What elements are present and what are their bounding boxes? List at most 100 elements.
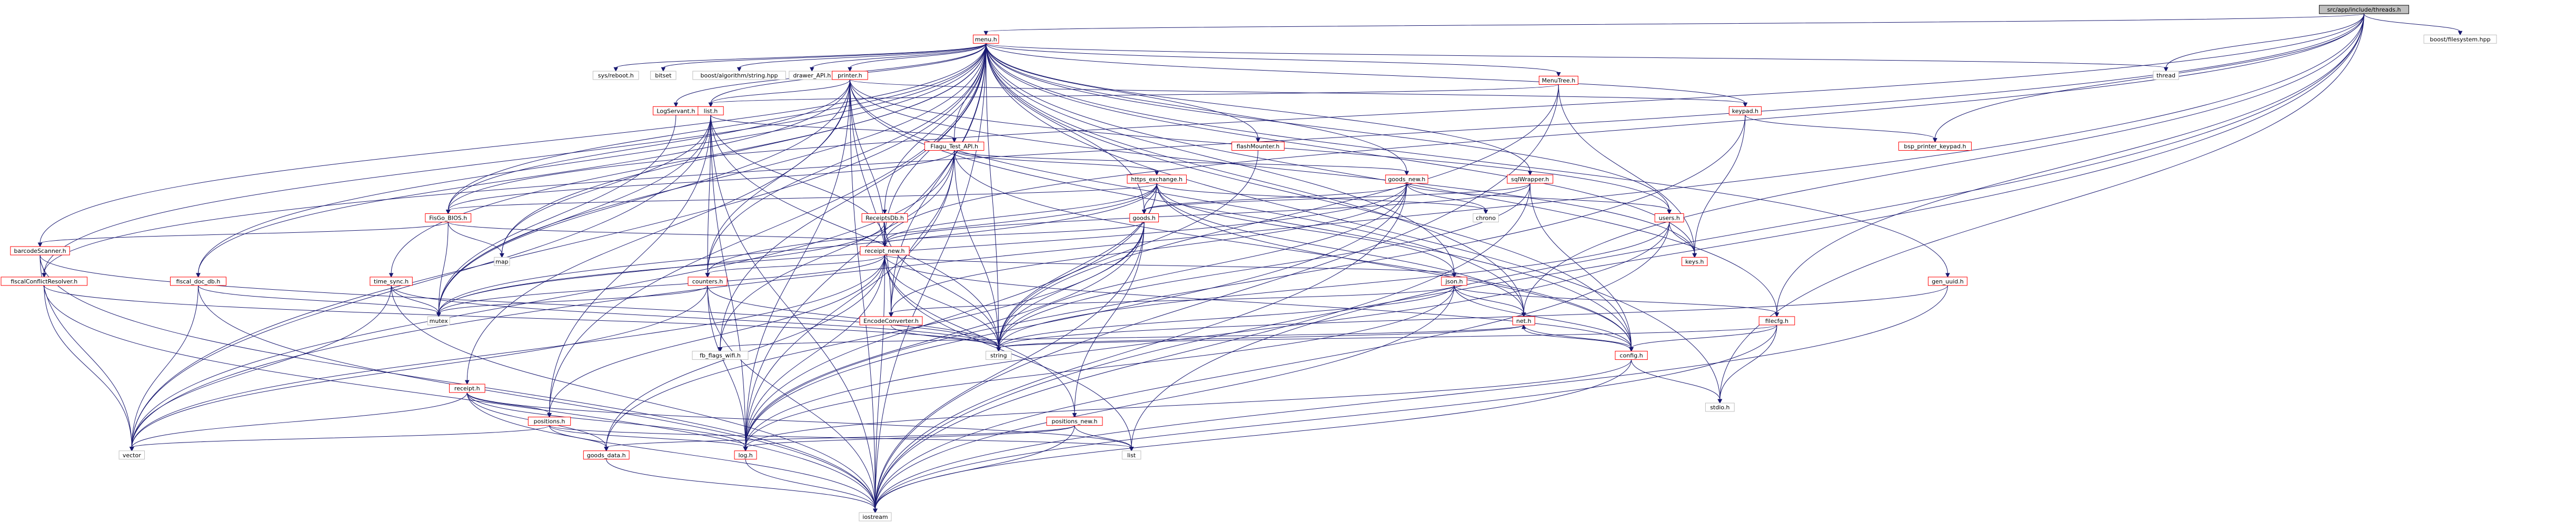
node-box <box>1898 142 1972 151</box>
edge-menu-to-thread <box>986 43 2169 72</box>
edge-list-to-mutex <box>436 115 711 318</box>
edge-net-to-config <box>1523 324 1634 352</box>
node-menu[interactable]: menu.h <box>973 34 999 44</box>
node-barcode[interactable]: barcodeScanner.h <box>10 246 70 255</box>
node-filecfg[interactable]: filecfg.h <box>1758 316 1795 326</box>
edge-menu-to-json <box>986 43 1457 278</box>
node-bsp[interactable]: bsp_printer_keypad.h <box>1898 142 1972 151</box>
node-keypad[interactable]: keypad.h <box>1728 106 1762 115</box>
node-net[interactable]: net.h <box>1512 316 1535 326</box>
edge-menu-to-drawer <box>809 43 987 72</box>
node-label: json.h <box>1445 278 1463 285</box>
edge-barcode-to-fiscalconflict <box>39 255 47 278</box>
node-fiscalconflict[interactable]: fiscalConflictResolver.h <box>1 277 88 286</box>
node-goods-data[interactable]: goods_data.h <box>583 450 630 460</box>
node-box <box>1615 351 1648 360</box>
edge-json-to-encode <box>889 285 1455 318</box>
node-label: Flagu_Test_API.h <box>930 143 978 150</box>
node-label: barcodeScanner.h <box>14 248 66 254</box>
node-box <box>1441 277 1467 286</box>
node-box <box>170 277 227 286</box>
edge-threads-to-stdio <box>1717 13 2364 404</box>
node-drawer: drawer_API.h <box>789 71 836 80</box>
edge-threads-to-receipt-new <box>882 13 2364 248</box>
node-box <box>692 71 786 80</box>
node-keys[interactable]: keys.h <box>1682 257 1708 266</box>
edge-printer-to-config <box>849 80 1634 352</box>
node-box <box>859 316 923 326</box>
node-label: list.h <box>704 107 718 114</box>
edge-receipt-new-to-positions-new <box>884 255 1077 418</box>
node-https[interactable]: https_exchange.h <box>1127 174 1187 184</box>
edge-goods-to-goods-data <box>604 222 1145 451</box>
edge-logservant-to-mutex <box>436 115 677 318</box>
node-label: boost/algorithm/string.hpp <box>701 72 778 79</box>
node-box <box>973 34 999 44</box>
node-vector: vector <box>118 450 145 460</box>
edge-printer-to-mutex <box>436 80 850 318</box>
edge-menutree-to-list <box>708 84 1559 107</box>
node-counters[interactable]: counters.h <box>688 277 728 286</box>
node-positions-new[interactable]: positions_new.h <box>1046 417 1103 426</box>
edge-menu-to-keypad <box>986 43 1748 107</box>
edge-filecfg-to-string <box>996 324 1777 352</box>
node-label: receipt_new.h <box>865 248 905 254</box>
node-receipt-new[interactable]: receipt_new.h <box>860 246 910 255</box>
node-box <box>832 71 868 80</box>
node-printer[interactable]: printer.h <box>832 71 868 80</box>
edge-config-to-stdio <box>1631 359 1723 404</box>
node-gen-uuid[interactable]: gen_uuid.h <box>1928 277 1968 286</box>
node-users[interactable]: users.h <box>1654 213 1684 223</box>
node-fb-flags: fb_flags_wifi.h <box>692 351 749 360</box>
node-logservant[interactable]: LogServant.h <box>652 106 699 115</box>
edge-printer-to-receipt <box>464 80 850 385</box>
node-box <box>528 417 571 426</box>
node-flashmounter[interactable]: flashMounter.h <box>1231 142 1285 151</box>
node-box <box>370 277 413 286</box>
node-label: EncodeConverter.h <box>863 318 919 324</box>
node-menutree[interactable]: MenuTree.h <box>1538 75 1578 85</box>
node-time-sync[interactable]: time_sync.h <box>370 277 413 286</box>
edge-config-to-iostream <box>873 359 1632 514</box>
node-receipt[interactable]: receipt.h <box>449 384 485 393</box>
edge-https-to-fiscbios <box>445 183 1157 214</box>
node-encode[interactable]: EncodeConverter.h <box>859 316 923 326</box>
node-fiscal-doc-db[interactable]: fiscal_doc_db.h <box>170 277 227 286</box>
edge-menu-to-goods-new <box>986 43 1409 176</box>
edge-https-to-string <box>996 183 1157 352</box>
node-list[interactable]: list.h <box>698 106 724 115</box>
edge-receipt-to-iostream <box>466 392 878 514</box>
edge-threads-to-boost-fs <box>2363 13 2463 36</box>
node-goods-new[interactable]: goods_new.h <box>1385 174 1428 184</box>
node-json[interactable]: json.h <box>1441 277 1467 286</box>
node-label: boost/filesystem.hpp <box>2430 36 2490 43</box>
node-flagu[interactable]: Flagu_Test_API.h <box>924 142 984 151</box>
node-threads[interactable]: src/app/include/threads.h <box>2319 5 2409 14</box>
node-label: LogServant.h <box>657 107 695 114</box>
node-sqlwrapper[interactable]: sqlWrapper.h <box>1507 174 1554 184</box>
edge-time-sync-to-vector <box>130 285 392 451</box>
node-label: fb_flags_wifi.h <box>700 352 741 359</box>
node-receiptsdb[interactable]: ReceiptsDb.h <box>861 213 908 223</box>
node-box <box>924 142 984 151</box>
node-string: string <box>986 351 1012 360</box>
edge-menu-to-filecfg <box>986 43 1779 318</box>
node-thread: thread <box>2153 71 2179 80</box>
node-label: positions.h <box>534 418 565 425</box>
node-box <box>860 246 910 255</box>
edge-threads-to-net <box>1521 13 2364 318</box>
node-label: printer.h <box>838 72 862 79</box>
edge-config-to-net <box>1521 324 1632 351</box>
edge-flagu-to-encode <box>889 150 955 318</box>
node-box <box>698 106 724 115</box>
node-label: keys.h <box>1685 258 1704 265</box>
node-positions[interactable]: positions.h <box>528 417 571 426</box>
node-goods[interactable]: goods.h <box>1129 213 1159 223</box>
node-log[interactable]: log.h <box>734 450 757 460</box>
node-box <box>1928 277 1968 286</box>
node-config[interactable]: config.h <box>1615 351 1648 360</box>
node-fiscbios[interactable]: FisGo_BIOS.h <box>425 213 472 223</box>
node-label: keypad.h <box>1732 107 1758 114</box>
